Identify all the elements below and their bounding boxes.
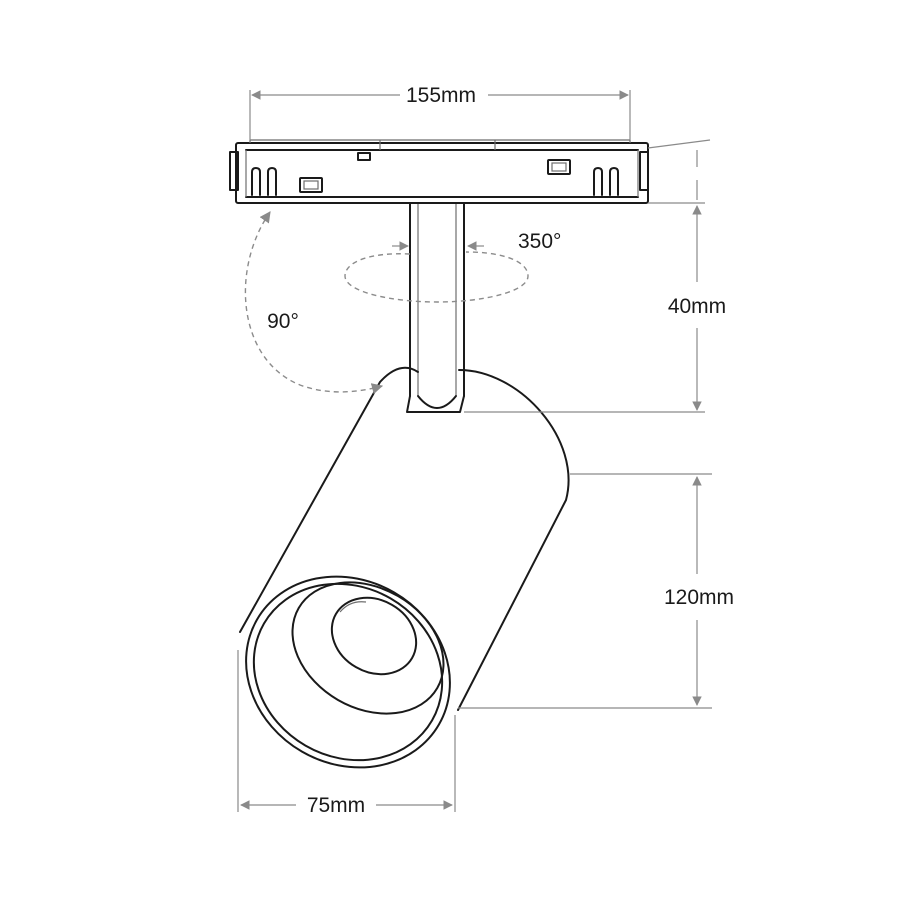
tilt-rotation-indicator: 90° bbox=[244, 211, 384, 395]
dimension-body: 120mm bbox=[458, 473, 734, 709]
stem-label: 40mm bbox=[668, 295, 726, 318]
dimension-width: 155mm bbox=[249, 84, 631, 140]
track-adapter bbox=[229, 139, 649, 204]
dimension-adapter-height bbox=[647, 139, 711, 204]
dimension-diameter: 75mm bbox=[237, 650, 456, 817]
dimension-stem: 40mm bbox=[464, 205, 726, 413]
tilt-label: 90° bbox=[267, 310, 299, 333]
stem bbox=[406, 203, 465, 413]
pan-label: 350° bbox=[518, 230, 561, 253]
spotlight-body bbox=[239, 366, 570, 769]
body-label: 120mm bbox=[664, 586, 734, 609]
diameter-label: 75mm bbox=[307, 794, 365, 817]
pan-rotation-indicator: 350° bbox=[344, 230, 561, 303]
width-label: 155mm bbox=[406, 84, 476, 107]
